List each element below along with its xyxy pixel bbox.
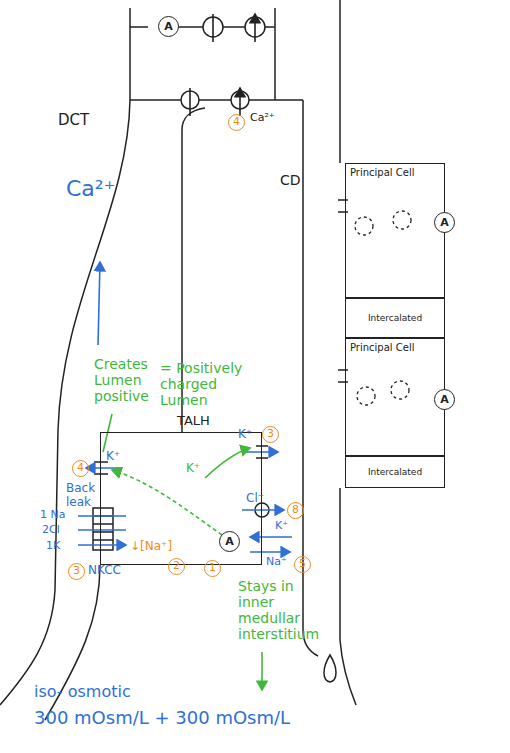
callout-number: 3 bbox=[262, 426, 279, 443]
annotation-text: Ca²⁺ bbox=[66, 176, 115, 201]
intercalated-cell: Intercalated bbox=[345, 298, 445, 338]
annotation-text: K⁺ bbox=[275, 520, 288, 533]
node-text: A bbox=[221, 533, 238, 551]
annotation-text: Back leak bbox=[66, 482, 102, 510]
cell-heading: TALH bbox=[173, 412, 214, 430]
annotation-text: Ca²⁺ bbox=[250, 112, 275, 125]
urine-drop bbox=[324, 655, 336, 682]
calcium-uptake-arrow bbox=[190, 88, 240, 116]
annotation-text: Stays in inner medullar interstitium bbox=[238, 578, 328, 642]
dct-cell-outline bbox=[130, 8, 275, 100]
annotation-text: Na⁺ bbox=[266, 556, 287, 569]
interstitium-arrow bbox=[261, 652, 263, 690]
annotation-text: Creates Lumen positive bbox=[94, 356, 166, 404]
tubule-walls bbox=[0, 0, 356, 720]
principal-cell: Principal CellA bbox=[345, 338, 445, 456]
potassium-recycle-arrow bbox=[112, 470, 222, 535]
annotation-text: 1K bbox=[46, 540, 60, 553]
nkcc-stripes bbox=[93, 516, 113, 540]
annotation-text: 2Cl bbox=[42, 524, 60, 537]
potassium-efflux-arrow bbox=[244, 451, 278, 453]
potassium-influx-arrow bbox=[250, 536, 292, 538]
pump-circle: A bbox=[434, 212, 455, 233]
chloride-efflux-arrow bbox=[242, 509, 284, 511]
node-text: A bbox=[436, 214, 453, 232]
leader-line bbox=[103, 414, 112, 452]
calcium-flow-arrow bbox=[98, 262, 100, 345]
annotation-text: K⁺ bbox=[106, 450, 120, 464]
dct-apical-membrane bbox=[130, 99, 303, 101]
nkcc-transporter bbox=[93, 508, 113, 550]
callout-number: 4 bbox=[228, 114, 245, 131]
annotation-text: 1 Na bbox=[40, 509, 65, 522]
enac-channel bbox=[355, 217, 373, 235]
annotation-text: CD bbox=[280, 172, 301, 188]
callout-number: 4 bbox=[72, 460, 89, 477]
node-text: Intercalated bbox=[364, 463, 426, 481]
sodium-efflux-arrow bbox=[250, 551, 290, 553]
callout-number: 1 bbox=[204, 560, 221, 577]
annotation-text: iso- osmotic bbox=[34, 683, 131, 701]
pump-circle: A bbox=[434, 389, 455, 410]
callout-number: 3 bbox=[68, 563, 85, 580]
callout-number: 2 bbox=[168, 558, 185, 575]
enac-channel bbox=[357, 387, 375, 405]
annotation-text: = Positively charged Lumen bbox=[160, 360, 260, 408]
principal-channels bbox=[355, 211, 411, 405]
callout-number: 5 bbox=[294, 556, 311, 573]
annotation-text: DCT bbox=[58, 112, 89, 129]
talh-cell: TALHA bbox=[100, 432, 262, 565]
annotation-text: K⁺ bbox=[238, 428, 252, 442]
potassium-exit-arrow bbox=[205, 448, 250, 478]
cell-channel-ticks bbox=[338, 200, 348, 382]
node-text: A bbox=[164, 21, 173, 33]
romk-channel bbox=[393, 211, 411, 229]
annotation-text: Cl⁻ bbox=[246, 492, 264, 506]
node-text: A bbox=[436, 391, 453, 409]
annotation-text: K⁺ bbox=[186, 462, 200, 476]
callout-number: 8 bbox=[287, 502, 304, 519]
node-text: Intercalated bbox=[364, 309, 426, 327]
node-text: Principal Cell bbox=[346, 339, 444, 357]
annotation-text: 300 mOsm/L + 300 mOsm/L bbox=[34, 708, 290, 729]
cd-left-wall bbox=[303, 100, 318, 656]
node-text: Principal Cell bbox=[346, 164, 444, 182]
dct-basolateral-arrow bbox=[213, 14, 255, 42]
intercalated-cell: Intercalated bbox=[345, 456, 445, 488]
annotation-text: ↓[Na⁺] bbox=[130, 540, 172, 554]
romk-channel bbox=[391, 381, 409, 399]
pump-circle: A bbox=[158, 16, 179, 37]
nkcc-influx-arrow bbox=[78, 516, 126, 545]
pump-circle: A bbox=[219, 531, 240, 552]
back-leak-arrow bbox=[86, 467, 122, 469]
principal-cell: Principal CellA bbox=[345, 163, 445, 298]
annotation-text: NKCC bbox=[88, 564, 121, 578]
